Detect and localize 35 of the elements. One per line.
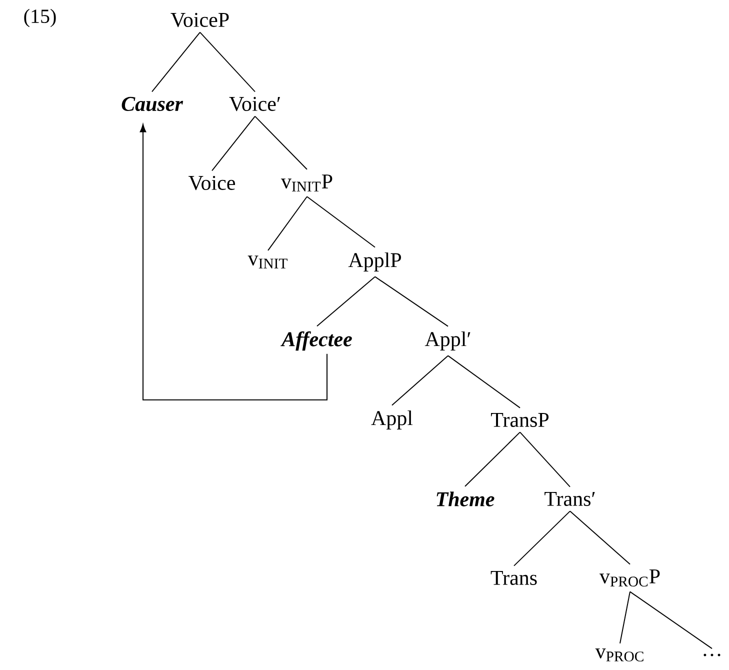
movement-arrow [140, 124, 328, 400]
tree-node-label: … [704, 654, 720, 656]
tree-node-label: ApplP [348, 252, 401, 272]
branch-line [464, 432, 520, 487]
tree-node-label: Appl [371, 410, 413, 430]
branch-line [392, 355, 448, 406]
branch-line [620, 591, 630, 644]
tree-node-label: Causer [122, 96, 184, 112]
tree-node-label: v$_{PROC}$ [595, 648, 644, 662]
tree-node-label: Voice [188, 176, 236, 190]
branch-line [570, 510, 630, 565]
branch-line [152, 32, 200, 92]
branch-line [316, 276, 376, 327]
branch-line [448, 355, 520, 408]
branch-line [268, 196, 308, 251]
tree-node-label: Trans [490, 571, 537, 585]
branch-line [254, 116, 308, 170]
branch-line [200, 32, 256, 92]
branch-line [306, 196, 376, 248]
tree-node-label: TransP [491, 413, 549, 427]
branch-line [514, 510, 570, 566]
tree-node-label: Voice′ [229, 96, 280, 112]
tree-node-label: Affectee [280, 331, 352, 351]
tree-node-label: v$_{INIT}$P [280, 174, 332, 192]
tree-node-label: Appl′ [424, 331, 470, 351]
branch-line [520, 432, 570, 488]
tree-node-label: Trans′ [544, 492, 595, 506]
tree-node-label: VoiceP [170, 12, 229, 28]
branch-line [630, 591, 712, 650]
tree-node-label: Theme [436, 492, 494, 506]
branch-line [374, 276, 448, 327]
tree-node-label: v$_{INIT}$ [248, 256, 288, 268]
tree-node-label: v$_{PROC}$P [599, 570, 660, 586]
branch-line [212, 116, 256, 172]
example-number: (15) [24, 8, 56, 28]
